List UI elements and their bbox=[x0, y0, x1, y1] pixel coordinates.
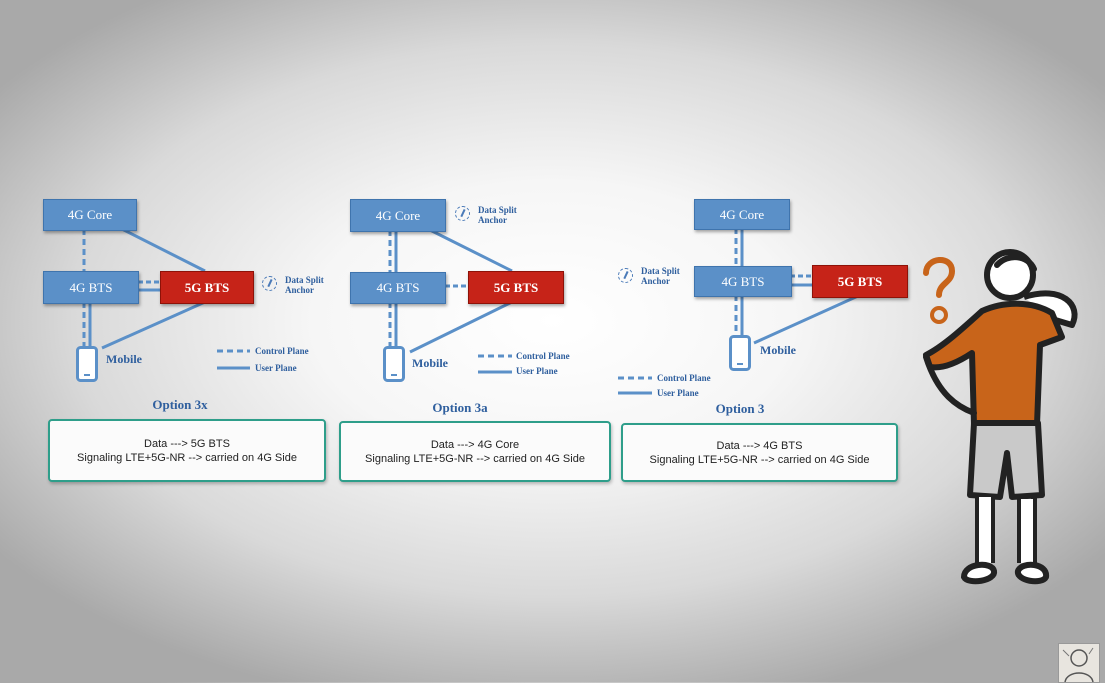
opt3x-core-5g-user bbox=[120, 228, 205, 271]
confused-person-illustration bbox=[912, 245, 1097, 593]
opt3a-split-line2: Anchor bbox=[478, 215, 517, 225]
person-shirt bbox=[926, 304, 1062, 425]
opt3-split-line2: Anchor bbox=[641, 276, 680, 286]
person-left-foot bbox=[964, 565, 994, 582]
opt3a-mobile-phone-icon bbox=[383, 346, 405, 382]
opt3x-data-split-anchor-icon bbox=[262, 276, 277, 291]
opt3a-desc-line2: Signaling LTE+5G-NR --> carried on 4G Si… bbox=[365, 452, 585, 466]
opt3a-5g-bts: 5G BTS bbox=[468, 271, 564, 304]
opt3x-desc-line2: Signaling LTE+5G-NR --> carried on 4G Si… bbox=[77, 451, 297, 465]
opt3-data-split-anchor-icon bbox=[618, 268, 633, 283]
person-shorts bbox=[970, 423, 1042, 497]
opt3x-title: Option 3x bbox=[120, 397, 240, 413]
opt3-5g-mobile-user bbox=[754, 296, 858, 343]
opt3x-5g-bts: 5G BTS bbox=[160, 271, 254, 304]
opt3x-4g-core: 4G Core bbox=[43, 199, 137, 231]
opt3-mobile-label: Mobile bbox=[760, 343, 796, 358]
opt3-mobile-phone-icon bbox=[729, 335, 751, 371]
opt3x-description-box: Data ---> 5G BTS Signaling LTE+5G-NR -->… bbox=[48, 419, 326, 482]
opt3-control-plane-label: Control Plane bbox=[657, 373, 711, 383]
opt3a-data-split-anchor-icon bbox=[455, 206, 470, 221]
opt3x-split-line2: Anchor bbox=[285, 285, 324, 295]
opt3-split-line1: Data Split bbox=[641, 266, 680, 276]
presenter-thumbnail bbox=[1058, 643, 1100, 683]
opt3-desc-line1: Data ---> 4G BTS bbox=[717, 439, 803, 453]
person-right-foot bbox=[1018, 565, 1046, 582]
question-mark-dot bbox=[932, 308, 946, 322]
opt3x-mobile-phone-icon bbox=[76, 346, 98, 382]
opt3a-split-line1: Data Split bbox=[478, 205, 517, 215]
opt3x-split-line1: Data Split bbox=[285, 275, 324, 285]
opt3a-core-5g-user bbox=[430, 230, 512, 271]
opt3x-desc-line1: Data ---> 5G BTS bbox=[144, 437, 230, 451]
opt3-title: Option 3 bbox=[680, 401, 800, 417]
opt3-desc-line2: Signaling LTE+5G-NR --> carried on 4G Si… bbox=[650, 453, 870, 467]
opt3a-title: Option 3a bbox=[400, 400, 520, 416]
opt3-4g-core: 4G Core bbox=[694, 199, 790, 230]
opt3a-split-label: Data Split Anchor bbox=[478, 205, 517, 225]
opt3-split-label: Data Split Anchor bbox=[641, 266, 680, 286]
presenter-sketch bbox=[1059, 644, 1099, 682]
opt3-5g-bts: 5G BTS bbox=[812, 265, 908, 298]
opt3x-5g-mobile-user bbox=[102, 302, 205, 348]
opt3a-5g-mobile-user bbox=[410, 302, 512, 352]
opt3x-control-plane-label: Control Plane bbox=[255, 346, 309, 356]
opt3a-mobile-label: Mobile bbox=[412, 356, 448, 371]
opt3a-4g-core: 4G Core bbox=[350, 199, 446, 232]
opt3x-mobile-label: Mobile bbox=[106, 352, 142, 367]
opt3a-4g-bts: 4G BTS bbox=[350, 272, 446, 304]
opt3-4g-bts: 4G BTS bbox=[694, 266, 792, 297]
opt3x-4g-bts: 4G BTS bbox=[43, 271, 139, 304]
opt3a-user-plane-label: User Plane bbox=[516, 366, 558, 376]
question-mark-icon bbox=[926, 260, 952, 295]
opt3a-desc-line1: Data ---> 4G Core bbox=[431, 438, 519, 452]
opt3x-user-plane-label: User Plane bbox=[255, 363, 297, 373]
opt3a-control-plane-label: Control Plane bbox=[516, 351, 570, 361]
opt3x-split-label: Data Split Anchor bbox=[285, 275, 324, 295]
opt3-user-plane-label: User Plane bbox=[657, 388, 699, 398]
opt3a-description-box: Data ---> 4G Core Signaling LTE+5G-NR --… bbox=[339, 421, 611, 482]
opt3-description-box: Data ---> 4G BTS Signaling LTE+5G-NR -->… bbox=[621, 423, 898, 482]
